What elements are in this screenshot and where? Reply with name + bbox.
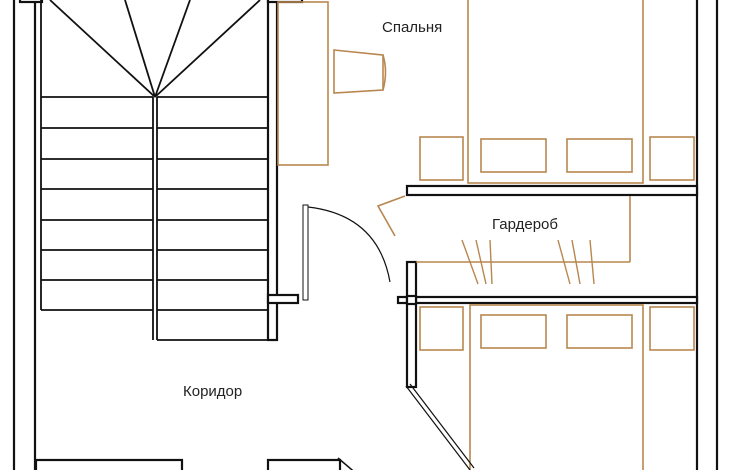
hanger — [475, 239, 487, 285]
hanger — [461, 239, 479, 285]
wardrobe-rail — [416, 196, 631, 285]
wardrobe-bottom-wall — [396, 295, 699, 305]
stair-wall — [266, 0, 279, 342]
hanger — [589, 239, 595, 285]
left-outer-wall — [12, 0, 37, 470]
hanger — [557, 239, 571, 285]
stair-wall-stub — [266, 293, 300, 305]
bottom-wall-left — [34, 458, 184, 470]
stair-treads — [41, 96, 268, 341]
nightstand — [419, 306, 464, 351]
pillow — [566, 314, 633, 349]
corridor-door[interactable] — [302, 204, 391, 301]
nightstand — [649, 306, 695, 351]
hanger — [571, 239, 581, 285]
top-wall-left — [18, 0, 44, 4]
bedroom-top-furniture — [419, 0, 695, 184]
room-label-wardrobe: Гардероб — [492, 216, 558, 233]
room-label-bedroom: Спальня — [382, 19, 443, 36]
pillow — [480, 314, 547, 349]
stair-winder-lines — [49, 0, 261, 98]
bedroom-bottom-furniture — [419, 304, 695, 470]
staircase — [40, 0, 269, 341]
bed — [467, 0, 644, 184]
partition-wall — [405, 260, 418, 389]
wardrobe-top-wall — [405, 184, 699, 197]
bottom-door[interactable] — [337, 457, 358, 470]
right-outer-wall — [695, 0, 719, 470]
bed — [469, 304, 644, 470]
pillow — [566, 138, 633, 173]
desk — [277, 1, 329, 166]
pillow — [480, 138, 547, 173]
hanger — [489, 239, 493, 285]
chair — [333, 49, 384, 94]
nightstand — [419, 136, 464, 181]
wardrobe-door[interactable] — [376, 195, 406, 237]
nightstand — [649, 136, 695, 181]
room-label-corridor: Коридор — [183, 383, 243, 400]
bottom-wall-mid — [266, 458, 342, 470]
bedroom-door[interactable] — [405, 383, 475, 470]
